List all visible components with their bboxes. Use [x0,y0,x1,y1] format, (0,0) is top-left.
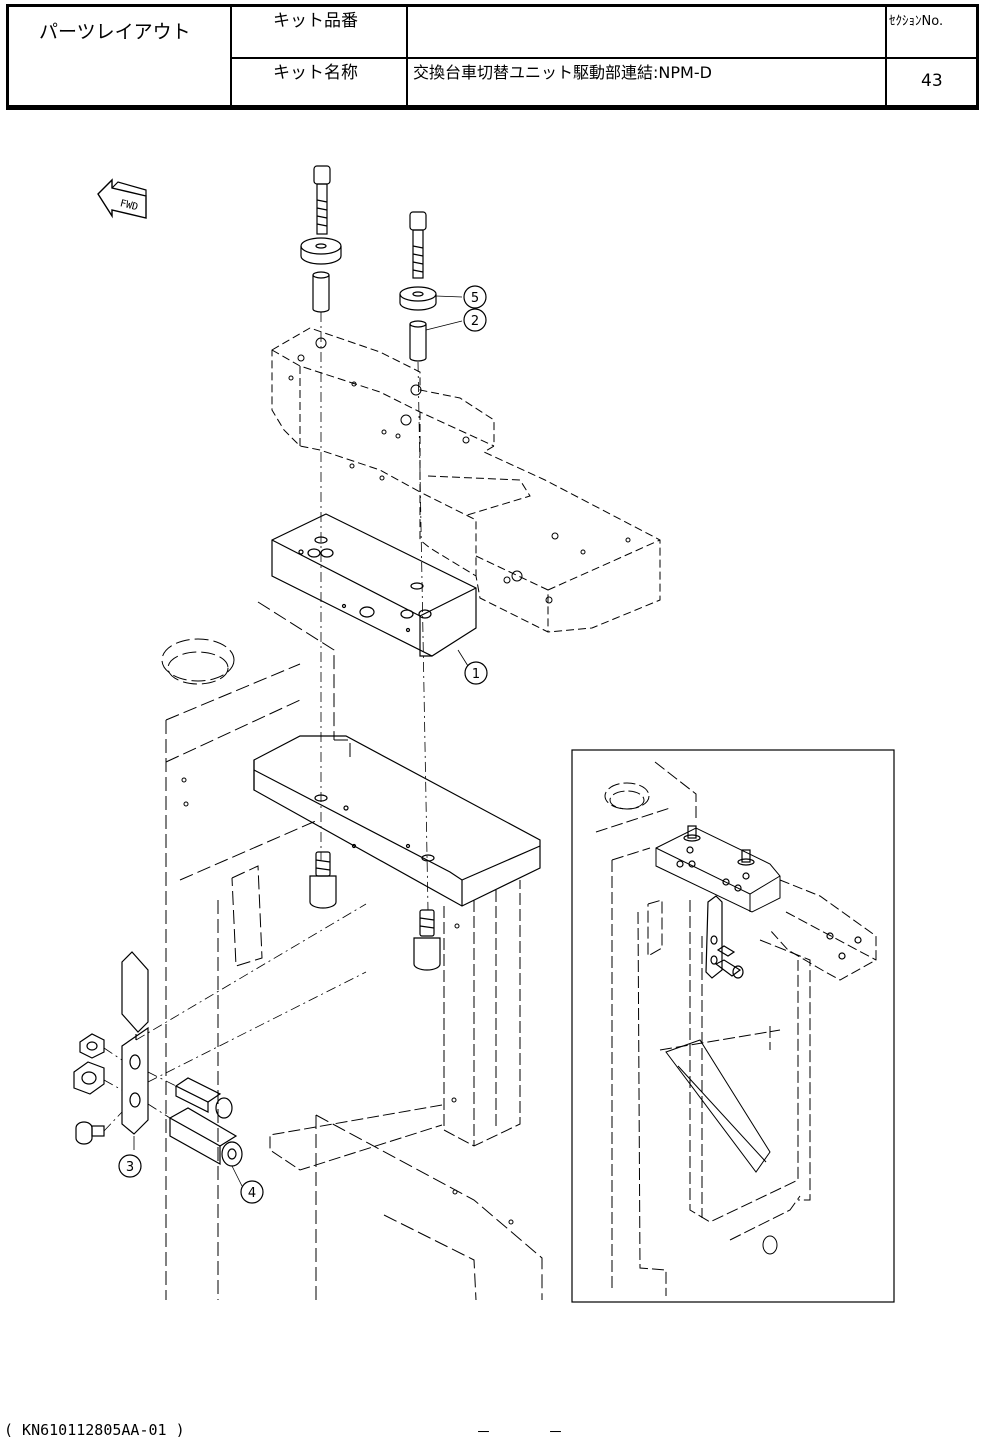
part-1-connecting-block [272,514,476,656]
bolt [310,852,336,908]
assembled-view-inset [572,750,894,1302]
svg-text:3: 3 [126,1160,134,1175]
callout-2: 2 [464,309,486,331]
carriage-holes [289,338,630,603]
part-4-connector [170,1108,242,1166]
part-4-connector [176,1078,232,1118]
page-mark-left: － [476,1421,491,1442]
callout-3: 3 [119,1155,141,1177]
screw [76,1122,104,1144]
document-code: ( KN610112805AA-01 ) [4,1421,185,1439]
bolt [410,212,426,278]
svg-text:5: 5 [471,291,479,306]
mount-plate [254,736,540,906]
hex-nut [74,1062,104,1094]
fwd-arrow-icon: FWD [98,180,146,218]
callout-1: 1 [465,662,487,684]
sensor-bracket [706,896,722,978]
carriage-phantom [272,328,660,632]
spacer-collar [313,272,329,312]
hex-nut [80,1034,104,1058]
frame-holes [182,778,513,1224]
callout-5: 5 [464,286,486,308]
spacer-collar [410,321,426,361]
washer [400,287,436,310]
column-phantom [270,880,520,1170]
svg-text:2: 2 [471,314,479,329]
washer [301,238,341,264]
page-mark-right: － [548,1421,563,1442]
bolt [314,166,330,234]
column-holes [452,924,459,1102]
svg-text:1: 1 [472,667,480,682]
frame-phantom [162,602,542,1300]
svg-text:4: 4 [248,1186,256,1201]
callout-4: 4 [241,1181,263,1203]
connector [716,946,743,978]
part-3-sensor-bracket [122,952,148,1134]
bolt [414,910,440,970]
